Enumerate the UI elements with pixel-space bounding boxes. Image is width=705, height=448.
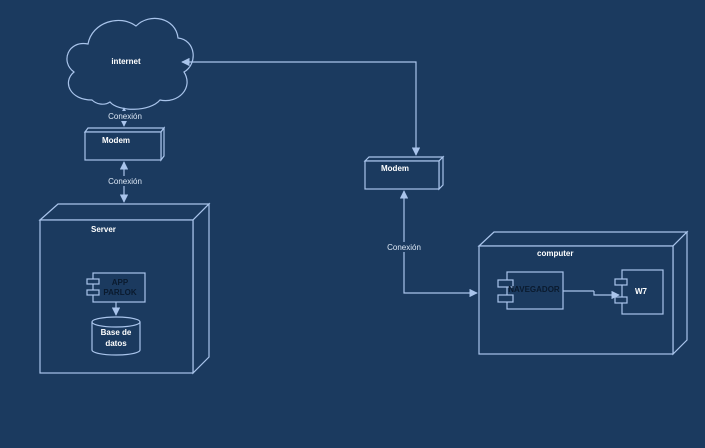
edge-internet-modem-label: Conexión — [108, 112, 142, 121]
w7-component[interactable]: W7 — [614, 269, 664, 315]
modem-right-label: Modem — [381, 164, 409, 173]
edge-internet-modem-right[interactable] — [181, 57, 421, 156]
edge-modem-computer-label: Conexión — [387, 243, 421, 252]
modem-right-node[interactable]: Modem — [363, 155, 445, 191]
internet-cloud[interactable]: internet — [66, 17, 194, 110]
edge-modem-computer[interactable] — [399, 190, 478, 298]
app-parlok-component[interactable]: APP PARLOK — [86, 272, 146, 303]
database-cylinder[interactable]: Base de datos — [91, 316, 141, 356]
internet-label: internet — [111, 57, 141, 66]
server-label: Server — [91, 225, 116, 234]
database-label-line2: datos — [105, 339, 127, 348]
w7-label: W7 — [635, 287, 648, 296]
computer-label: computer — [537, 249, 573, 258]
app-label-line2: PARLOK — [103, 288, 136, 297]
app-label-line1: APP — [112, 278, 129, 287]
modem-left-node[interactable]: Modem — [83, 126, 166, 162]
edge-modem-server-label: Conexión — [108, 177, 142, 186]
modem-left-label: Modem — [102, 136, 130, 145]
database-label-line1: Base de — [101, 328, 132, 337]
navegador-label: NAVEGADOR — [508, 285, 560, 294]
navegador-component[interactable]: NAVEGADOR — [497, 271, 564, 310]
edge-navegador-w7-b[interactable] — [593, 290, 620, 300]
